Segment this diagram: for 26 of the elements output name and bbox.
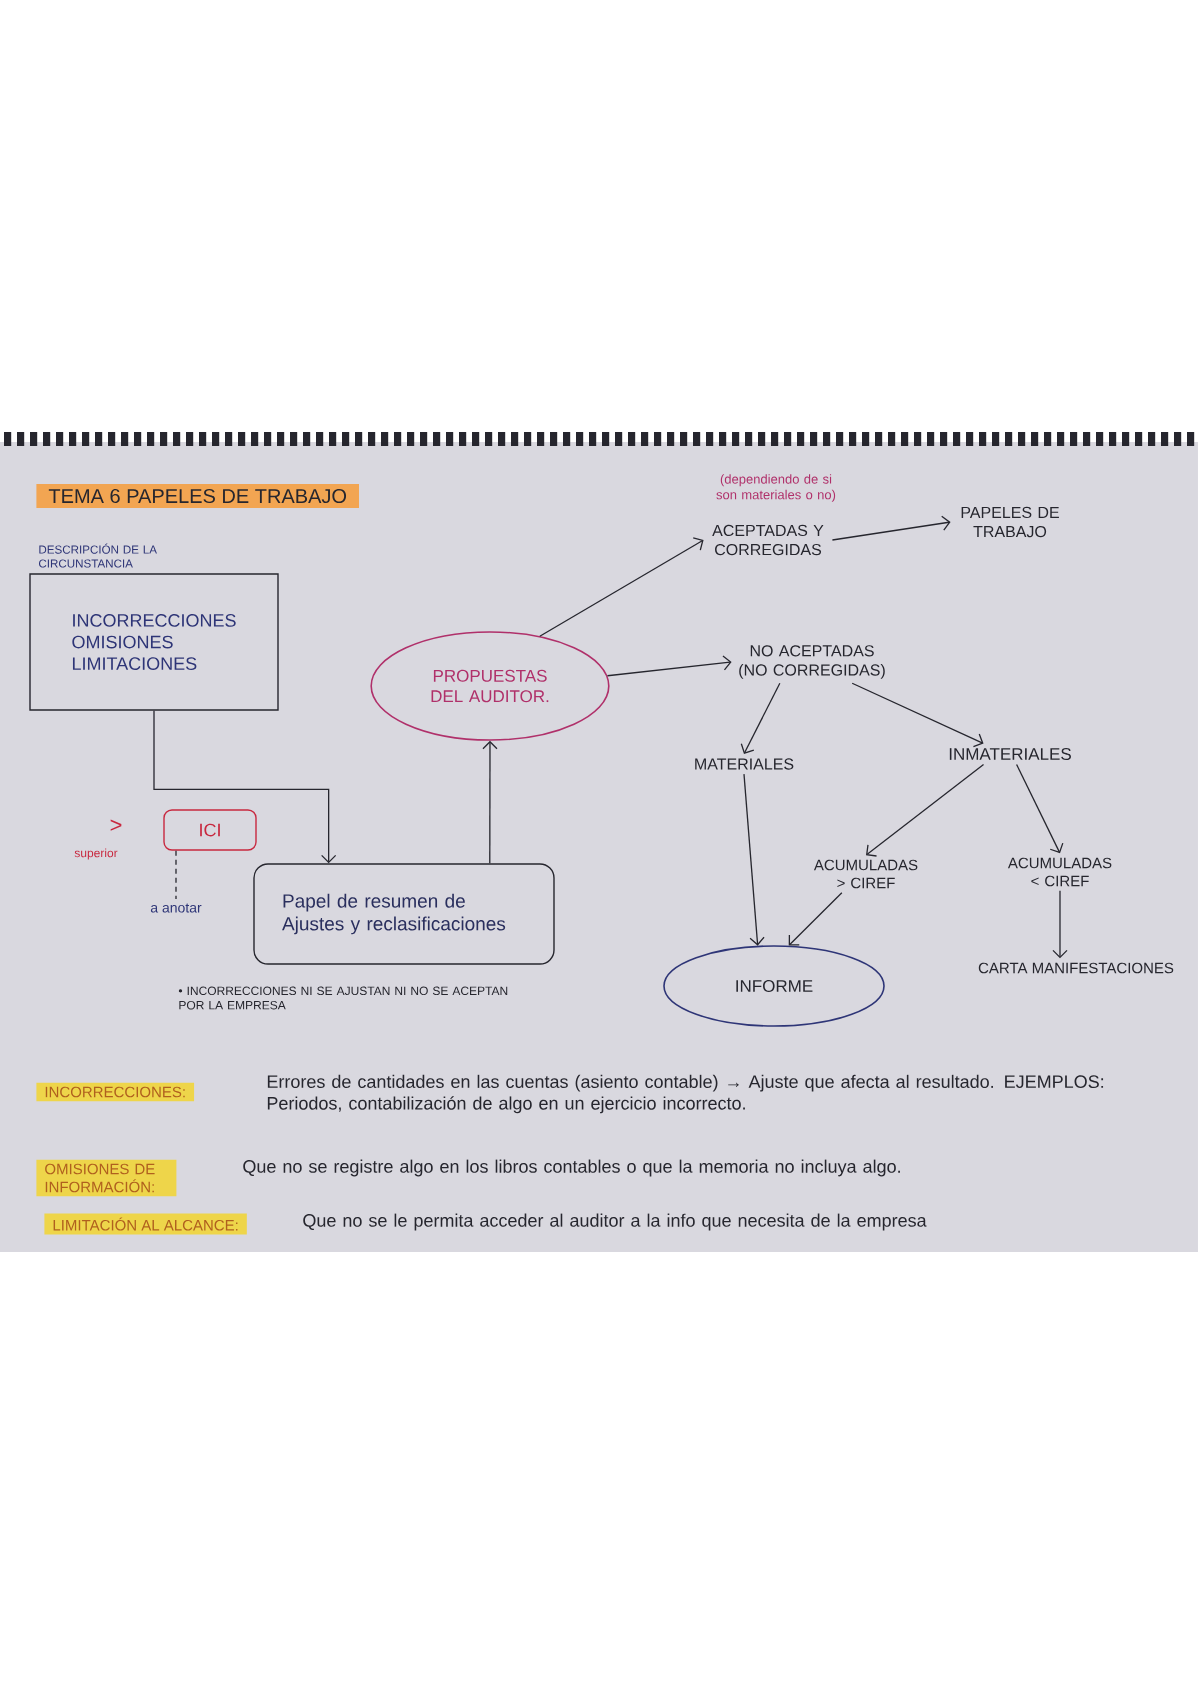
arrow	[606, 655, 732, 677]
arrow	[482, 740, 498, 864]
text-box: INCORRECCIONES OMISIONES LIMITACIONES	[29, 573, 279, 711]
highlighted-title: TEMA 6 PAPELES DE TRABAJO	[36, 483, 359, 509]
arrow	[1015, 763, 1064, 854]
arrow	[866, 763, 985, 857]
text-label: INMATERIALES	[949, 748, 1071, 760]
rounded-box: Papel de resumen de Ajustes y reclasificaciones	[253, 863, 555, 965]
definition-text: Que no se registre algo en los libros contables o que la memoria no incluya algo.	[243, 1159, 900, 1177]
definition-text: Errores de cantidades en las cuentas (asiento contable) → Ajuste que afecta al resultado. EJEMPLOS: Periodos, contabilización de algo en un ejercicio incorrecto.	[267, 1074, 1104, 1114]
arrow	[539, 537, 704, 637]
text-label: ACEPTADAS Y CORREGIDAS	[712, 524, 824, 556]
text-label: NO ACEPTADAS (NO CORREGIDAS)	[739, 645, 885, 679]
arrow	[743, 773, 765, 946]
arrow	[1052, 890, 1068, 959]
definition-text: Que no se le permita acceder al auditor a la info que necesita de la empresa	[303, 1213, 927, 1231]
text-label: MATERIALES	[695, 758, 794, 770]
arrow	[788, 892, 843, 946]
arrow	[851, 682, 984, 748]
text-label: PAPELES DE TRABAJO	[961, 506, 1059, 538]
rounded-box: ICI	[163, 809, 257, 851]
arrow	[740, 682, 781, 754]
arrow	[831, 515, 951, 541]
dashed-line	[175, 850, 177, 900]
comparison-sign: >	[110, 819, 122, 831]
arrow	[153, 710, 337, 864]
